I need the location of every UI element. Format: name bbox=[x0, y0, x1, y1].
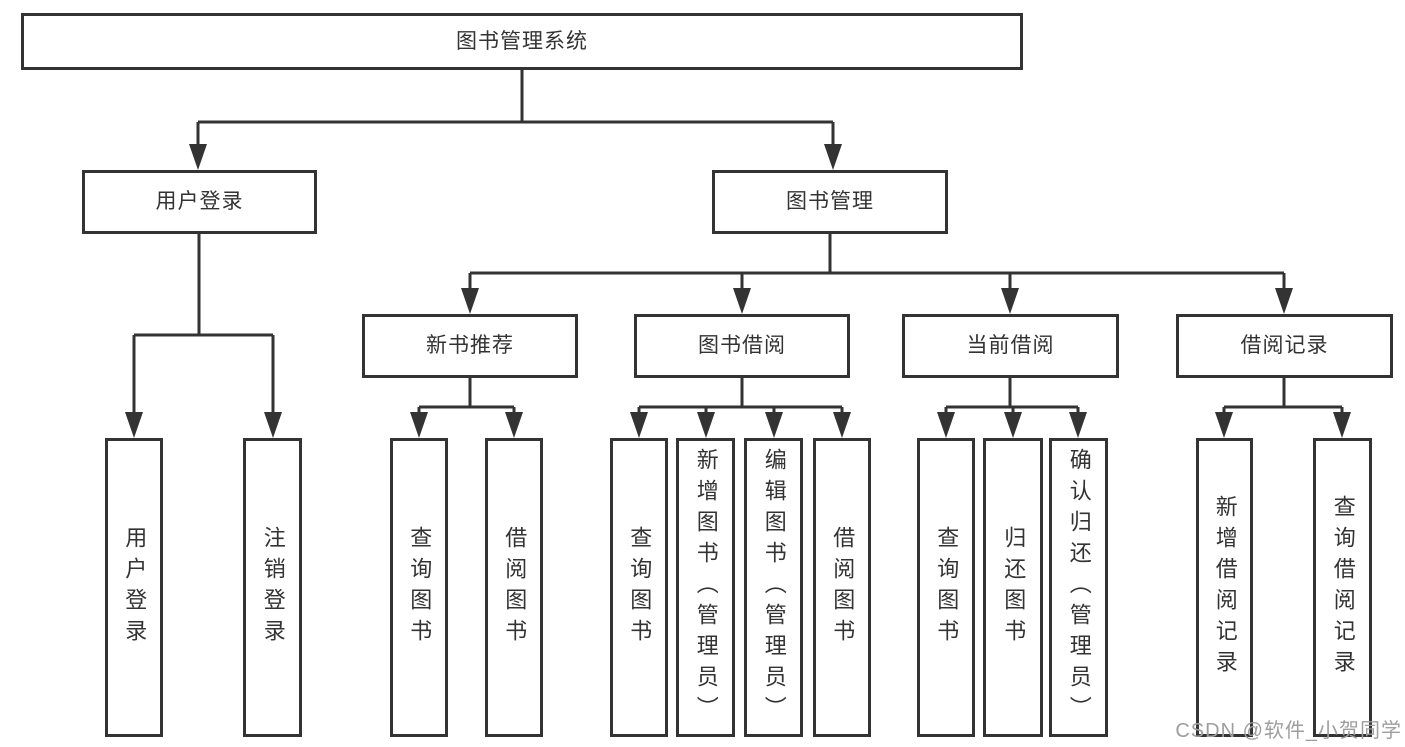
node-borrow-records: 借阅记录 bbox=[1176, 314, 1393, 378]
node-user-login: 用户登录 bbox=[82, 170, 317, 234]
leaf-add-borrow-record: 新增借阅记录 bbox=[1196, 438, 1253, 737]
leaf-confirm-return-admin: 确认归还（管理员） bbox=[1049, 438, 1108, 737]
node-book-management: 图书管理 bbox=[712, 170, 948, 234]
leaf-edit-books-admin: 编辑图书（管理员） bbox=[744, 438, 803, 737]
leaf-borrow-books-recommend: 借阅图书 bbox=[485, 438, 543, 737]
node-book-borrow: 图书借阅 bbox=[634, 314, 850, 378]
leaf-user-login: 用户登录 bbox=[105, 438, 163, 737]
leaf-query-borrow-record: 查询借阅记录 bbox=[1313, 438, 1372, 737]
node-root: 图书管理系统 bbox=[21, 13, 1023, 70]
leaf-query-books-recommend: 查询图书 bbox=[390, 438, 448, 737]
node-current-borrow: 当前借阅 bbox=[902, 314, 1119, 378]
leaf-borrow-books: 借阅图书 bbox=[813, 438, 871, 737]
leaf-add-books-admin: 新增图书（管理员） bbox=[676, 438, 735, 737]
leaf-logout: 注销登录 bbox=[243, 438, 302, 737]
arrowheads bbox=[125, 144, 1351, 438]
leaf-return-books: 归还图书 bbox=[983, 438, 1043, 737]
watermark-text: CSDN @软件_小贺同学 bbox=[1175, 720, 1402, 742]
node-new-book-recommend: 新书推荐 bbox=[362, 314, 578, 378]
leaf-query-books-current: 查询图书 bbox=[917, 438, 975, 737]
leaf-query-books-borrow: 查询图书 bbox=[610, 438, 668, 737]
